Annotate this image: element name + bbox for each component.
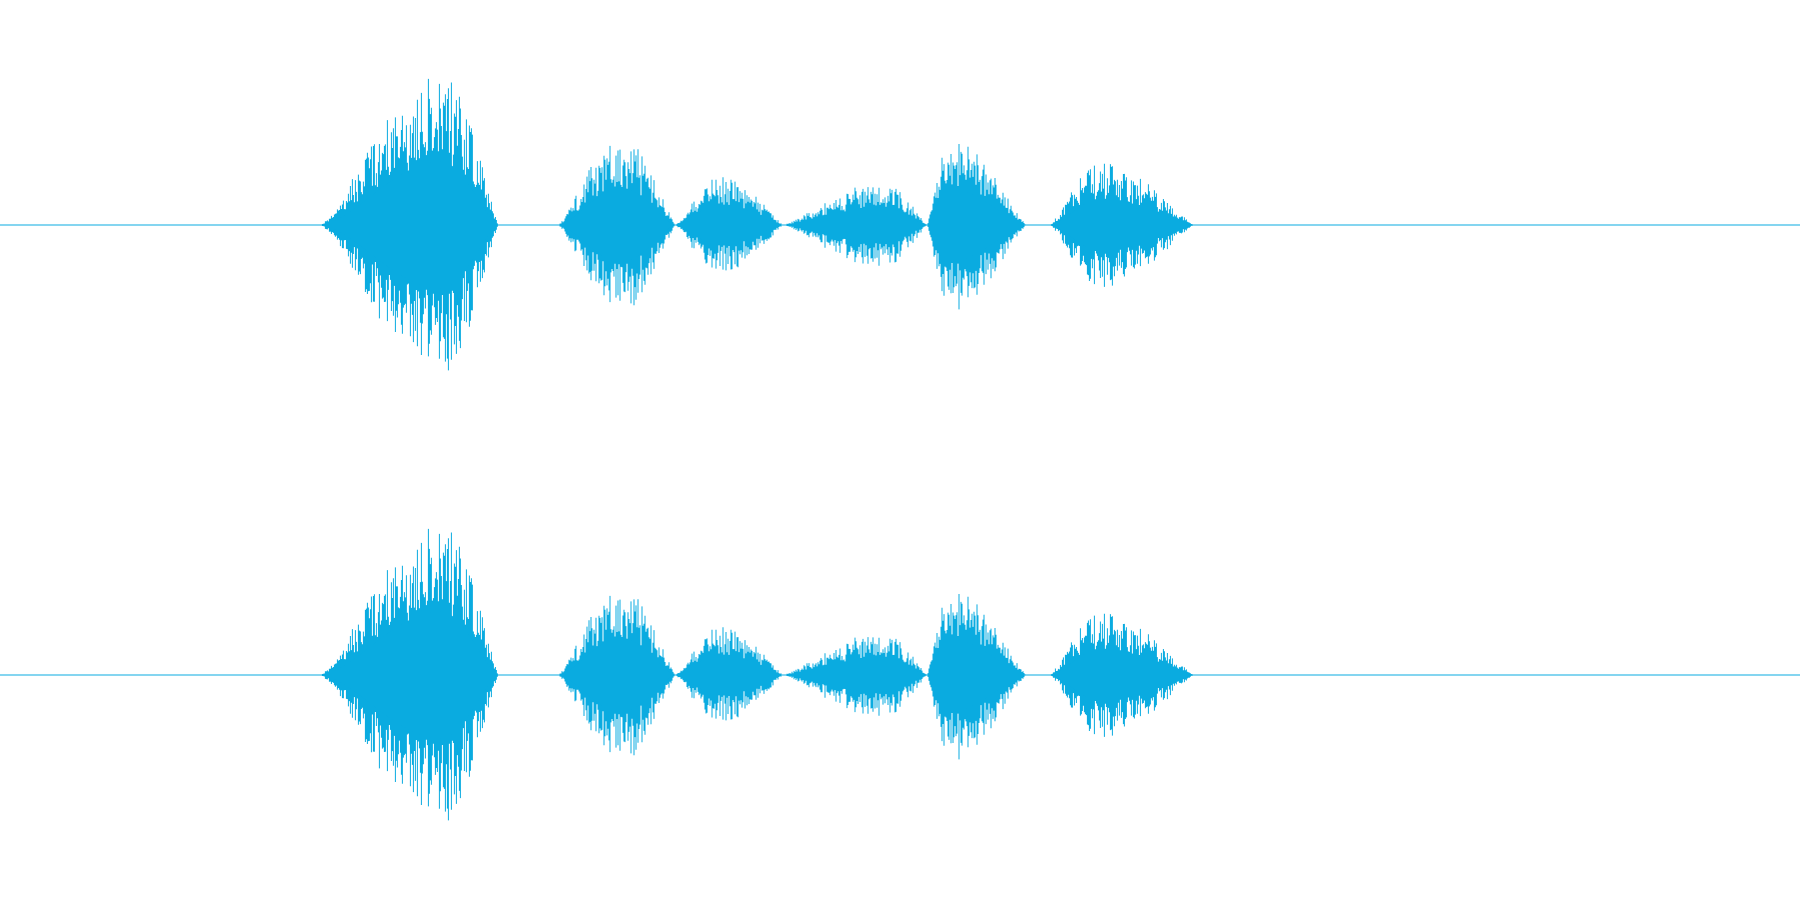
channel-2-segment-1-core (320, 611, 499, 739)
channel-2-segment-5-core (927, 638, 1025, 712)
channel-2-segment-4-core (783, 657, 927, 693)
channel-1-segment-3-core (675, 204, 783, 246)
channel-1-segment-2-core (558, 188, 674, 262)
channel-1-segment-6-core (1049, 198, 1194, 252)
channel-2-segment-3-core (675, 654, 783, 696)
channel-1-segment-1-core (320, 161, 499, 289)
channel-1-segment-5-core (927, 188, 1025, 262)
channel-2-segment-6-core (1049, 648, 1194, 702)
channel-2-segment-2-core (558, 638, 674, 712)
channel-1-segment-4-core (783, 207, 927, 243)
channel-1-waveform (0, 78, 1800, 371)
channel-2-waveform (0, 528, 1800, 821)
channels-layer (0, 78, 1800, 821)
